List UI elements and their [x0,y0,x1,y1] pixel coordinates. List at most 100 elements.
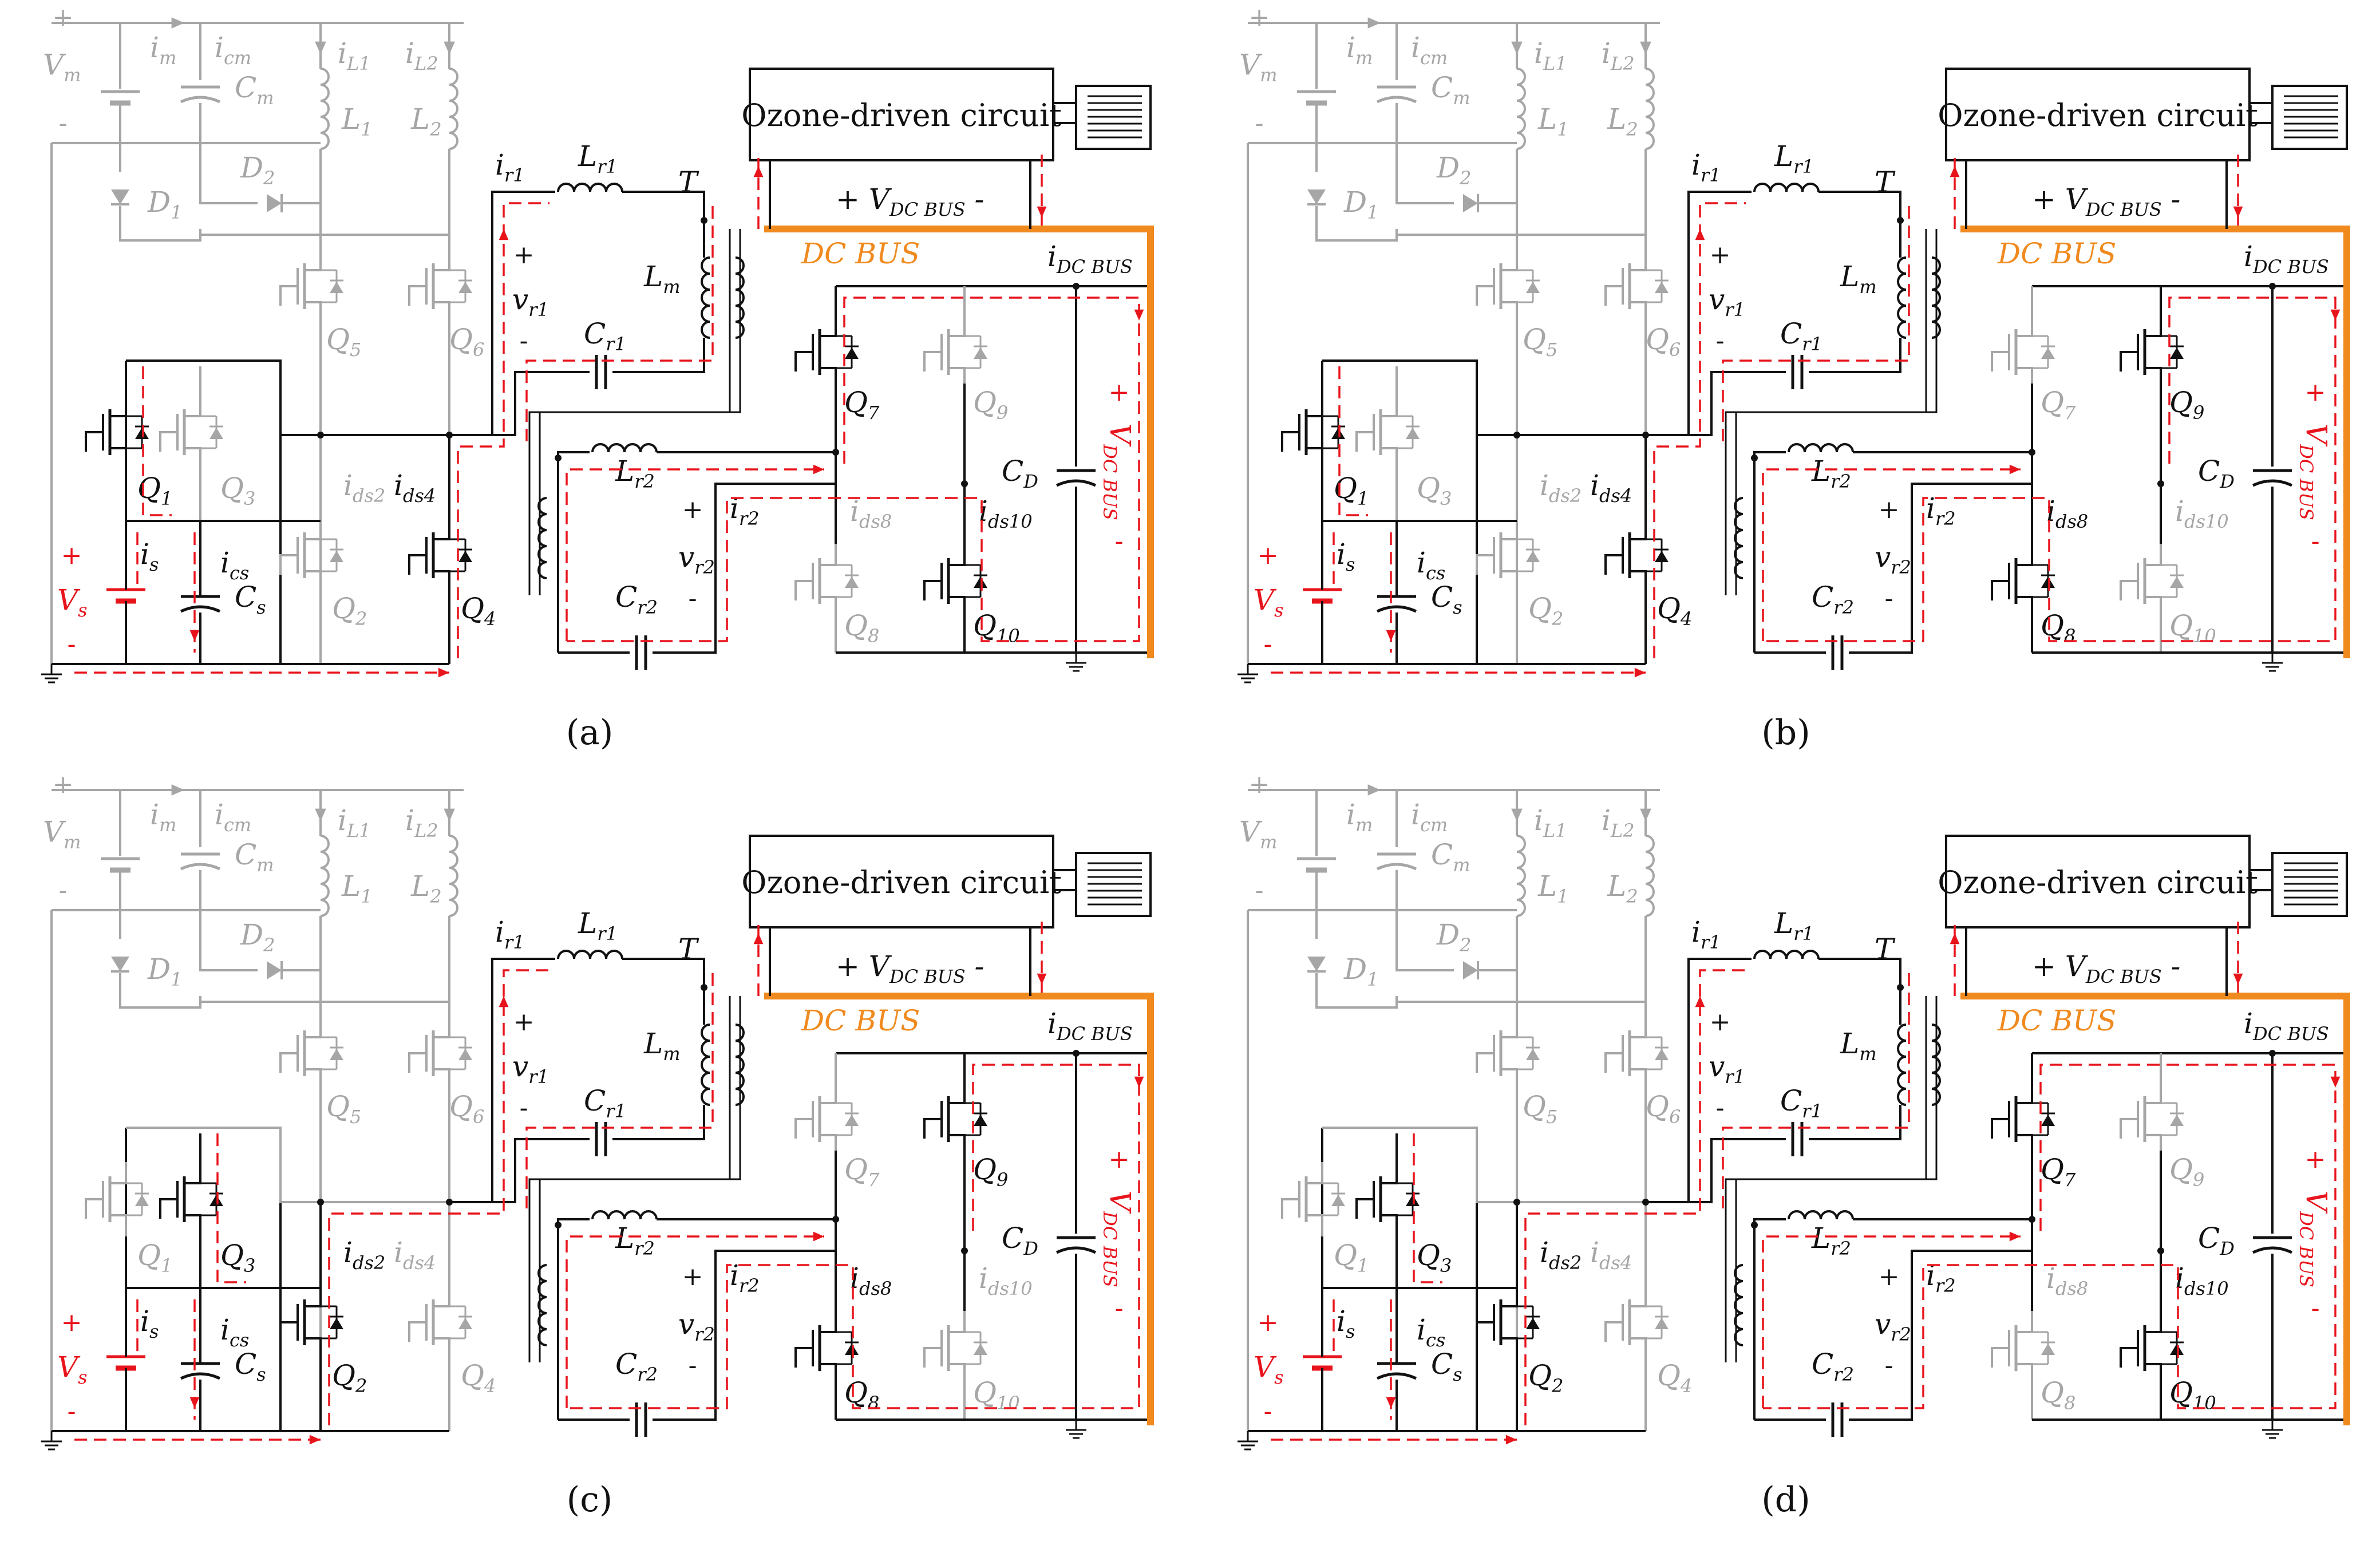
battery-source [106,588,145,604]
q7-label: Q7 [844,386,880,424]
q10-label: Q10 [973,609,1020,647]
vr2-minus-sign: - [1885,1351,1893,1380]
junction-dot [2029,1216,2035,1223]
vm-label: Vm [1239,48,1277,86]
q1-label: Q1 [137,1239,172,1277]
ir2-label: ir2 [1926,492,1956,530]
vs-plus-sign: + [1258,541,1279,570]
current-path-segment [1722,206,1910,447]
q3-mosfet [1355,1162,1420,1236]
cs-label: Cs [235,1348,266,1385]
ground-left [41,664,62,683]
current-path-arrow [1950,166,1960,177]
im-label: im [1346,31,1373,69]
current-path-arrow [1386,1397,1396,1408]
transformer-core [539,996,741,1362]
junction-dot [832,1216,839,1223]
current-path-segment [1763,297,2336,642]
d1-label: D1 [147,185,182,223]
lr1-label: Lr1 [578,907,618,945]
cd-label: CD [1002,1222,1038,1259]
wire [1753,1218,1786,1420]
q1-mosfet [1281,395,1345,469]
current-path-arrow [2009,464,2021,475]
q4-label: Q4 [1657,592,1692,630]
q5-label: Q5 [326,1090,361,1128]
current-path-arrow [1950,933,1960,945]
secondary-winding-2 [1734,1264,1744,1346]
current-path-arrow [189,630,200,641]
d2-diode [267,194,283,212]
vdcbus-top-label: + VDC BUS - [836,950,984,987]
wire [1322,1127,1646,1203]
cm-capacitor [180,852,221,871]
junction-dot [961,480,968,487]
lm-inductor [701,256,710,339]
q6-mosfet [408,1019,472,1088]
dc-bus-line [1960,993,2350,1425]
cd-capacitor [2252,469,2293,487]
vr1-label: vr1 [1709,1050,1745,1088]
cs-label: Cs [1431,1348,1462,1385]
cr1-label: Cr1 [584,1084,626,1122]
vm-minus-sign: - [1255,876,1264,905]
q7-mosfet [794,1088,859,1151]
wire [492,371,590,436]
q10-mosfet [923,544,987,618]
vr2-label: vr2 [1875,540,1911,578]
wire [1809,1105,1901,1140]
junction-dot [1513,1199,1520,1206]
ics-label: ics [220,1313,249,1351]
battery-source [106,1355,145,1371]
lm-label: Lm [643,260,681,298]
ids8-label: ids8 [2046,1262,2088,1299]
vs-minus-sign: - [1264,630,1272,659]
current-path-segment [1762,468,2021,641]
current-path-segment [566,468,824,641]
is-label: is [1337,538,1355,575]
pv-module-source [101,857,140,873]
cs-capacitor [1376,595,1417,613]
wire [1395,143,1454,204]
ids2-label: ids2 [343,1236,385,1274]
pv-module-source [1297,90,1336,106]
q7-label: Q7 [2041,1153,2076,1191]
lm-label: Lm [1840,260,1877,298]
junction-dot [555,455,562,461]
cr2-label: Cr2 [615,1348,658,1385]
lm-inductor [1897,256,1907,339]
cd-capacitor [1055,1236,1097,1254]
l1-label: L1 [341,870,373,907]
current-path-arrow [189,1397,200,1408]
ozone-driven-circuit-box [749,68,1054,161]
ids10-label: ids10 [2175,1262,2229,1299]
vr1-minus-sign: - [1716,1093,1725,1123]
wire [126,1127,449,1203]
l1-inductor [320,68,330,150]
q2-mosfet [1476,1282,1540,1362]
ids2-label: ids2 [343,469,385,507]
vs-minus-sign: - [1264,1397,1272,1426]
vr1-minus-sign: - [520,326,528,355]
q5-mosfet [279,252,343,321]
q6-label: Q6 [449,1090,484,1128]
cd-capacitor [2252,1236,2293,1254]
q7-mosfet [794,321,859,384]
vdcbus-minus-sign: - [1115,527,1124,556]
junction-dot [2157,480,2164,487]
wire [557,1218,590,1420]
current-path-arrow [438,667,449,678]
lr2-label: Lr2 [615,455,655,492]
current-path-segment [1653,202,1746,658]
cd-label: CD [1002,455,1038,492]
junction-dot [1751,1222,1758,1228]
junction-dot [2157,1247,2164,1254]
q8-mosfet [1991,544,2055,618]
vr2-label: vr2 [678,1307,715,1345]
transformer-core [1735,229,1938,595]
lr2-inductor [591,1210,658,1220]
wire [1818,191,1901,258]
wire [1395,910,1454,971]
cr1-label: Cr1 [1780,1084,1822,1122]
l1-inductor [320,835,330,917]
